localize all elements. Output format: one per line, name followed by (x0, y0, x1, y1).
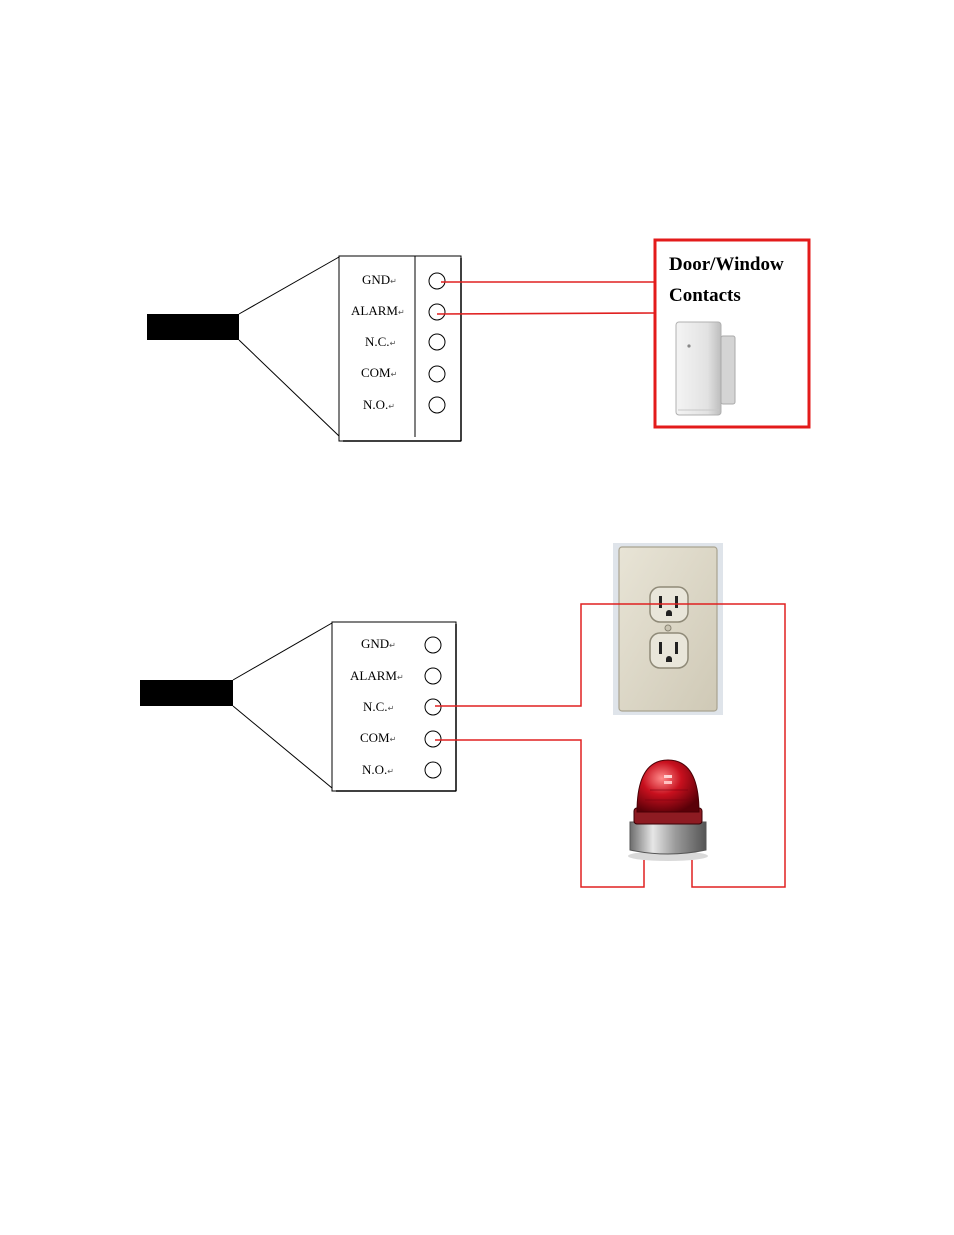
cable-fan-bottom-2 (232, 705, 333, 789)
terminal-label-no-2: N.O.↵ (362, 762, 394, 777)
terminal-label-nc-2: N.C.↵ (363, 699, 394, 714)
cable-2 (140, 680, 233, 706)
device-title-line2: Contacts (669, 285, 741, 306)
door-window-sensor-image (675, 321, 736, 416)
terminal-screw-no-2 (424, 761, 442, 779)
wire-outlet-return (668, 603, 786, 888)
terminal-label-no: N.O.↵ (363, 397, 395, 412)
terminal-label-alarm: ALARM↵ (351, 303, 405, 318)
device-title-line1: Door/Window (669, 254, 784, 275)
terminal-screw-no (428, 396, 446, 414)
diagram-2: GND↵ ALARM↵ N.C.↵ COM↵ N.O.↵ (140, 543, 786, 888)
terminal-label-nc: N.C.↵ (365, 334, 396, 349)
terminal-screw-com (428, 365, 446, 383)
diagram-1: GND↵ ALARM↵ N.C.↵ COM↵ N.O.↵ Door/Window… (147, 238, 811, 442)
cable-fan-top-1 (238, 256, 340, 315)
terminal-label-com-2: COM↵ (360, 730, 396, 745)
terminal-screw-nc-2 (424, 698, 442, 716)
terminal-label-alarm-2: ALARM↵ (350, 668, 404, 683)
cable-fan-bottom-1 (238, 339, 340, 437)
terminal-label-gnd: GND↵ (362, 272, 397, 287)
wire-alarm-to-contacts (436, 312, 655, 315)
terminal-screw-gnd (428, 272, 446, 290)
cable-1 (147, 314, 239, 340)
terminal-screw-gnd-2 (424, 636, 442, 654)
wire-nc-to-outlet (435, 603, 668, 707)
cable-fan-top-2 (232, 622, 333, 681)
terminal-screw-alarm (428, 303, 446, 321)
terminal-label-gnd-2: GND↵ (361, 636, 396, 651)
wire-com-to-beacon (435, 739, 645, 888)
door-window-contacts-box: Door/Window Contacts (653, 238, 811, 429)
terminal-screw-com-2 (424, 730, 442, 748)
terminal-block-1: GND↵ ALARM↵ N.C.↵ COM↵ N.O.↵ (338, 255, 462, 442)
terminal-screw-nc (428, 333, 446, 351)
red-beacon-light-image (628, 759, 708, 861)
terminal-screw-alarm-2 (424, 667, 442, 685)
terminal-label-com: COM↵ (361, 365, 397, 380)
power-outlet-image (613, 543, 723, 715)
